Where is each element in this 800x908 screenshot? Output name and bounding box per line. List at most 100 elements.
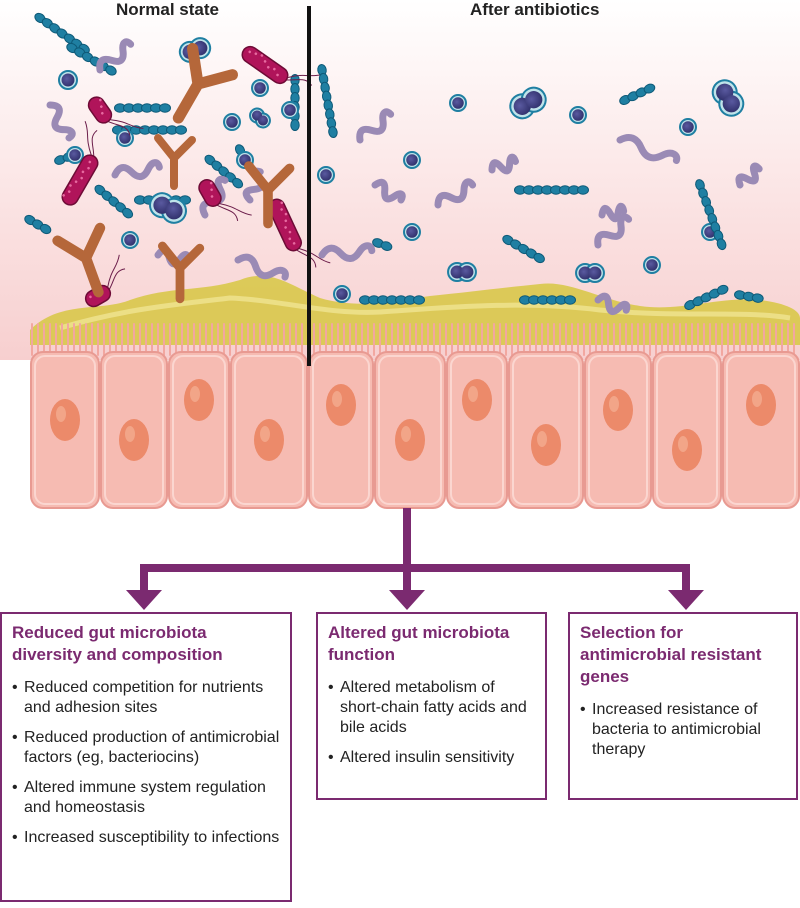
coccus: [403, 223, 421, 241]
streptococcus-chain: [94, 184, 134, 219]
epithelial-cell: [652, 351, 722, 509]
streptococcus-chain: [619, 83, 656, 105]
nucleus: [254, 419, 284, 461]
epithelial-cell: [446, 351, 508, 509]
coccus: [116, 129, 134, 147]
coccus: [449, 94, 467, 112]
spirochete: [594, 292, 631, 316]
list-item: Altered insulin sensitivity: [328, 748, 535, 768]
epithelial-cell: [308, 351, 374, 509]
bacteria: [24, 12, 764, 316]
spirochete: [371, 178, 406, 204]
coccus: [58, 70, 78, 90]
streptococcus-chain: [519, 295, 576, 305]
resistance-box: Selection for antimicrobial resistant ge…: [568, 612, 798, 800]
nucleus: [531, 424, 561, 466]
streptococcus-chain: [359, 295, 425, 305]
coccus: [403, 151, 421, 169]
streptococcus-chain: [114, 103, 171, 113]
flagellated-rod: [61, 120, 99, 206]
list-item: Increased susceptibility to infections: [12, 828, 280, 848]
spirochete: [318, 242, 376, 263]
nucleus: [462, 379, 492, 421]
nucleus: [672, 429, 702, 471]
epithelial-cell: [230, 351, 308, 509]
streptococcus-chain: [204, 154, 244, 189]
streptococcus-chain: [317, 64, 338, 139]
epithelial-cell: [30, 351, 100, 509]
diplococcus: [575, 263, 605, 283]
list-item: Reduced production of antimicrobial fact…: [12, 728, 280, 768]
streptococcus-chain: [34, 12, 90, 55]
streptococcus-chain: [695, 179, 727, 251]
streptococcus-chain: [734, 290, 764, 303]
nucleus: [119, 419, 149, 461]
diplococcus: [249, 107, 271, 129]
spirochete: [488, 153, 519, 175]
coccus: [251, 79, 269, 97]
spirochete: [111, 159, 163, 181]
function-box: Altered gut microbiota function Altered …: [316, 612, 547, 800]
normal-state-title: Normal state: [116, 0, 219, 19]
list-item: Altered metabolism of short-chain fatty …: [328, 678, 535, 738]
list-item: Reduced competition for nutrients and ad…: [12, 678, 280, 718]
epithelial-cell: [100, 351, 168, 509]
y-shaped-bacterium: [157, 241, 205, 304]
y-shaped-bacterium: [154, 134, 196, 190]
function-box-title: Altered gut microbiota function: [328, 623, 510, 664]
list-item: Altered immune system regulation and hom…: [12, 778, 280, 818]
connector-arrows: [126, 508, 704, 610]
epithelial-cell: [374, 351, 446, 509]
coccus: [679, 118, 697, 136]
spirochete: [594, 213, 633, 249]
flagellated-rod: [268, 198, 331, 268]
spirochete: [96, 38, 135, 74]
coccus: [317, 166, 335, 184]
coccus: [569, 106, 587, 124]
nucleus: [184, 379, 214, 421]
nucleus: [395, 419, 425, 461]
list-item: Increased resistance of bacteria to anti…: [580, 700, 786, 760]
spirochete: [616, 134, 681, 165]
spirochete: [356, 108, 395, 144]
diplococcus: [447, 262, 477, 282]
after-antibiotics-title: After antibiotics: [470, 0, 600, 19]
spirochete: [598, 202, 628, 223]
coccus: [281, 101, 299, 119]
diversity-box-title: Reduced gut microbiota diversity and com…: [12, 623, 223, 664]
spirochete: [735, 162, 763, 189]
coccus: [333, 285, 351, 303]
streptococcus-chain: [514, 185, 589, 195]
streptococcus-chain: [502, 234, 545, 264]
diplococcus: [711, 79, 745, 117]
nucleus: [50, 399, 80, 441]
spirochete: [434, 178, 477, 209]
epithelial-cell: [508, 351, 584, 509]
streptococcus-chain: [24, 214, 52, 235]
nucleus: [603, 389, 633, 431]
coccus: [121, 231, 139, 249]
streptococcus-chain: [684, 284, 729, 310]
flagellated-rod: [198, 179, 252, 222]
epithelial-cell: [722, 351, 800, 509]
flagellated-rod: [87, 96, 144, 136]
epithelial-cells: [30, 351, 800, 509]
diplococcus: [509, 86, 547, 120]
y-shaped-bacterium: [172, 42, 239, 124]
coccus: [223, 113, 241, 131]
streptococcus-chain: [372, 238, 393, 251]
diplococcus: [149, 192, 187, 224]
y-shaped-bacterium: [243, 161, 295, 229]
spirochete: [234, 253, 289, 281]
microvilli: [31, 323, 795, 356]
spirochete: [46, 101, 76, 142]
epithelial-cell: [168, 351, 230, 509]
coccus: [66, 146, 84, 164]
nucleus: [326, 384, 356, 426]
diversity-box: Reduced gut microbiota diversity and com…: [0, 612, 292, 902]
resistance-box-title: Selection for antimicrobial resistant ge…: [580, 623, 762, 686]
coccus: [643, 256, 661, 274]
gut-illustration: [0, 0, 800, 610]
y-shaped-bacterium: [52, 222, 106, 298]
nucleus: [746, 384, 776, 426]
